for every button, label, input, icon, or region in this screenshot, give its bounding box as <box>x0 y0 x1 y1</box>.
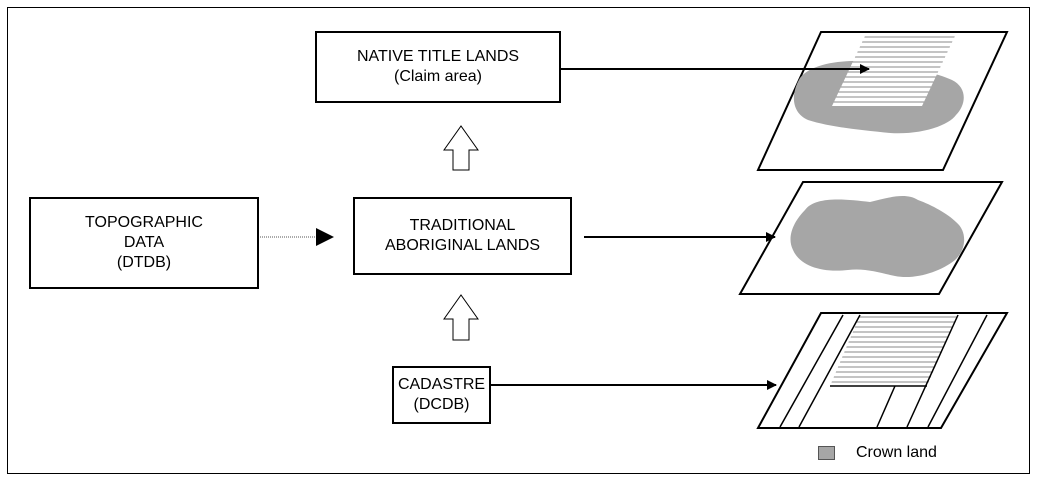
legend-label: Crown land <box>856 444 937 461</box>
native-title-box: NATIVE TITLE LANDS (Claim area) <box>315 31 561 103</box>
cadastre-box: CADASTRE (DCDB) <box>392 366 491 424</box>
claim-hatch <box>832 36 955 106</box>
native-title-label: NATIVE TITLE LANDS <box>356 48 520 65</box>
traditional-lands-box: TRADITIONAL ABORIGINAL LANDS <box>353 197 572 275</box>
crown-land-parcel <box>830 315 958 386</box>
cadastre-label-line1: CADASTRE <box>397 376 486 393</box>
topographic-label-line3: (DTDB) <box>116 254 172 271</box>
topographic-label-line1: TOPOGRAPHIC <box>85 214 203 231</box>
traditional-shape <box>790 196 965 278</box>
cadastre-map <box>756 312 1009 429</box>
arrow-topographic-to-traditional <box>316 228 334 246</box>
traditional-label-line2: ABORIGINAL LANDS <box>384 237 540 254</box>
traditional-label-line1: TRADITIONAL <box>409 217 516 234</box>
up-arrow-icon <box>443 294 479 341</box>
cadastre-label-line2: (DCDB) <box>413 396 470 413</box>
traditional-lands-map <box>738 181 1004 295</box>
outer-frame <box>7 7 1030 474</box>
up-arrow-icon <box>443 125 479 171</box>
native-title-map <box>756 31 1009 171</box>
topographic-label-line2: DATA <box>123 234 165 251</box>
topographic-box: TOPOGRAPHIC DATA (DTDB) <box>29 197 259 289</box>
crown-land-swatch <box>818 446 835 460</box>
native-title-sublabel: (Claim area) <box>393 68 482 85</box>
